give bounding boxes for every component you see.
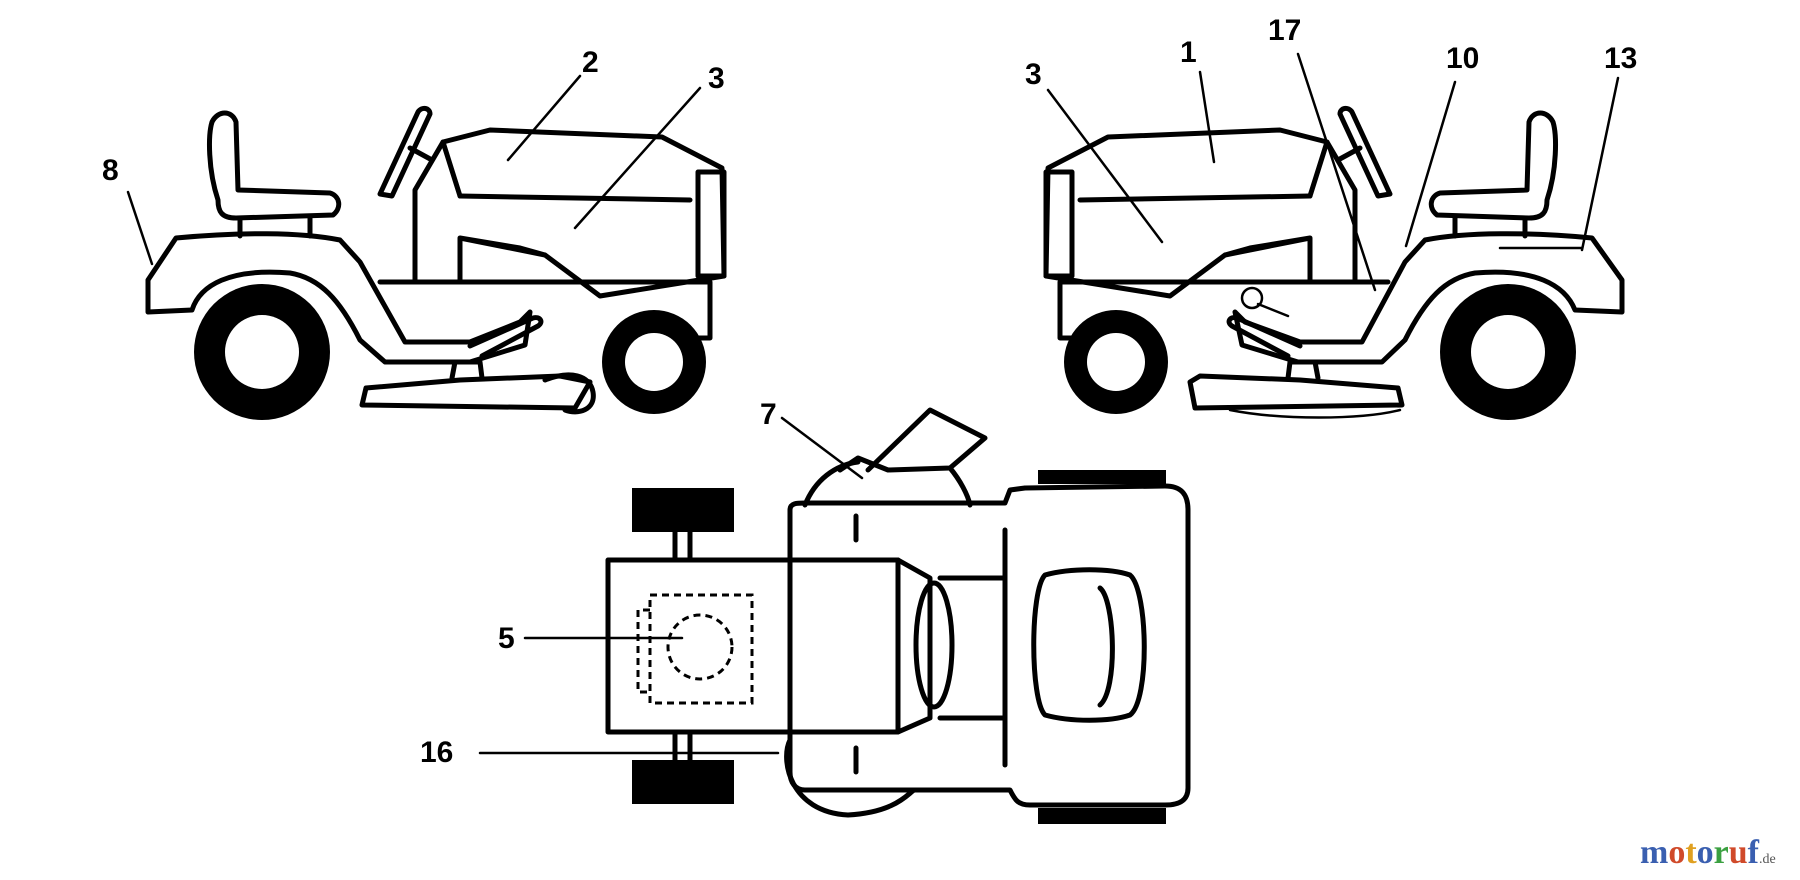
callout-16: 16 xyxy=(420,736,453,769)
callout-5: 5 xyxy=(498,622,515,655)
left-mower-side-view xyxy=(145,105,727,420)
watermark-letter: r xyxy=(1713,834,1729,871)
watermark-letter: m xyxy=(1640,834,1669,871)
watermark-letter: f xyxy=(1747,834,1759,871)
callout-17: 17 xyxy=(1268,14,1301,47)
callout-3-right: 3 xyxy=(1025,58,1042,91)
callout-3-left: 3 xyxy=(708,62,725,95)
callout-1: 1 xyxy=(1180,36,1197,69)
callout-13: 13 xyxy=(1604,42,1637,75)
callout-2: 2 xyxy=(582,46,599,79)
mower-top-view xyxy=(605,407,1191,824)
watermark-letter: t xyxy=(1685,834,1697,871)
callout-10: 10 xyxy=(1446,42,1479,75)
watermark-letter: o xyxy=(1696,834,1714,871)
watermark-brand: motoruf xyxy=(1640,834,1759,871)
watermark-letter: o xyxy=(1668,834,1686,871)
callout-labels: 8 2 3 3 1 17 10 13 7 5 16 xyxy=(102,14,1637,769)
watermark-logo: motoruf.de xyxy=(1640,834,1776,872)
callout-8: 8 xyxy=(102,154,119,187)
right-mower-side-view xyxy=(1043,105,1625,420)
callout-leaders xyxy=(126,52,1620,755)
callout-7: 7 xyxy=(760,398,777,431)
watermark-suffix: .de xyxy=(1759,852,1776,867)
watermark-letter: u xyxy=(1728,834,1748,871)
